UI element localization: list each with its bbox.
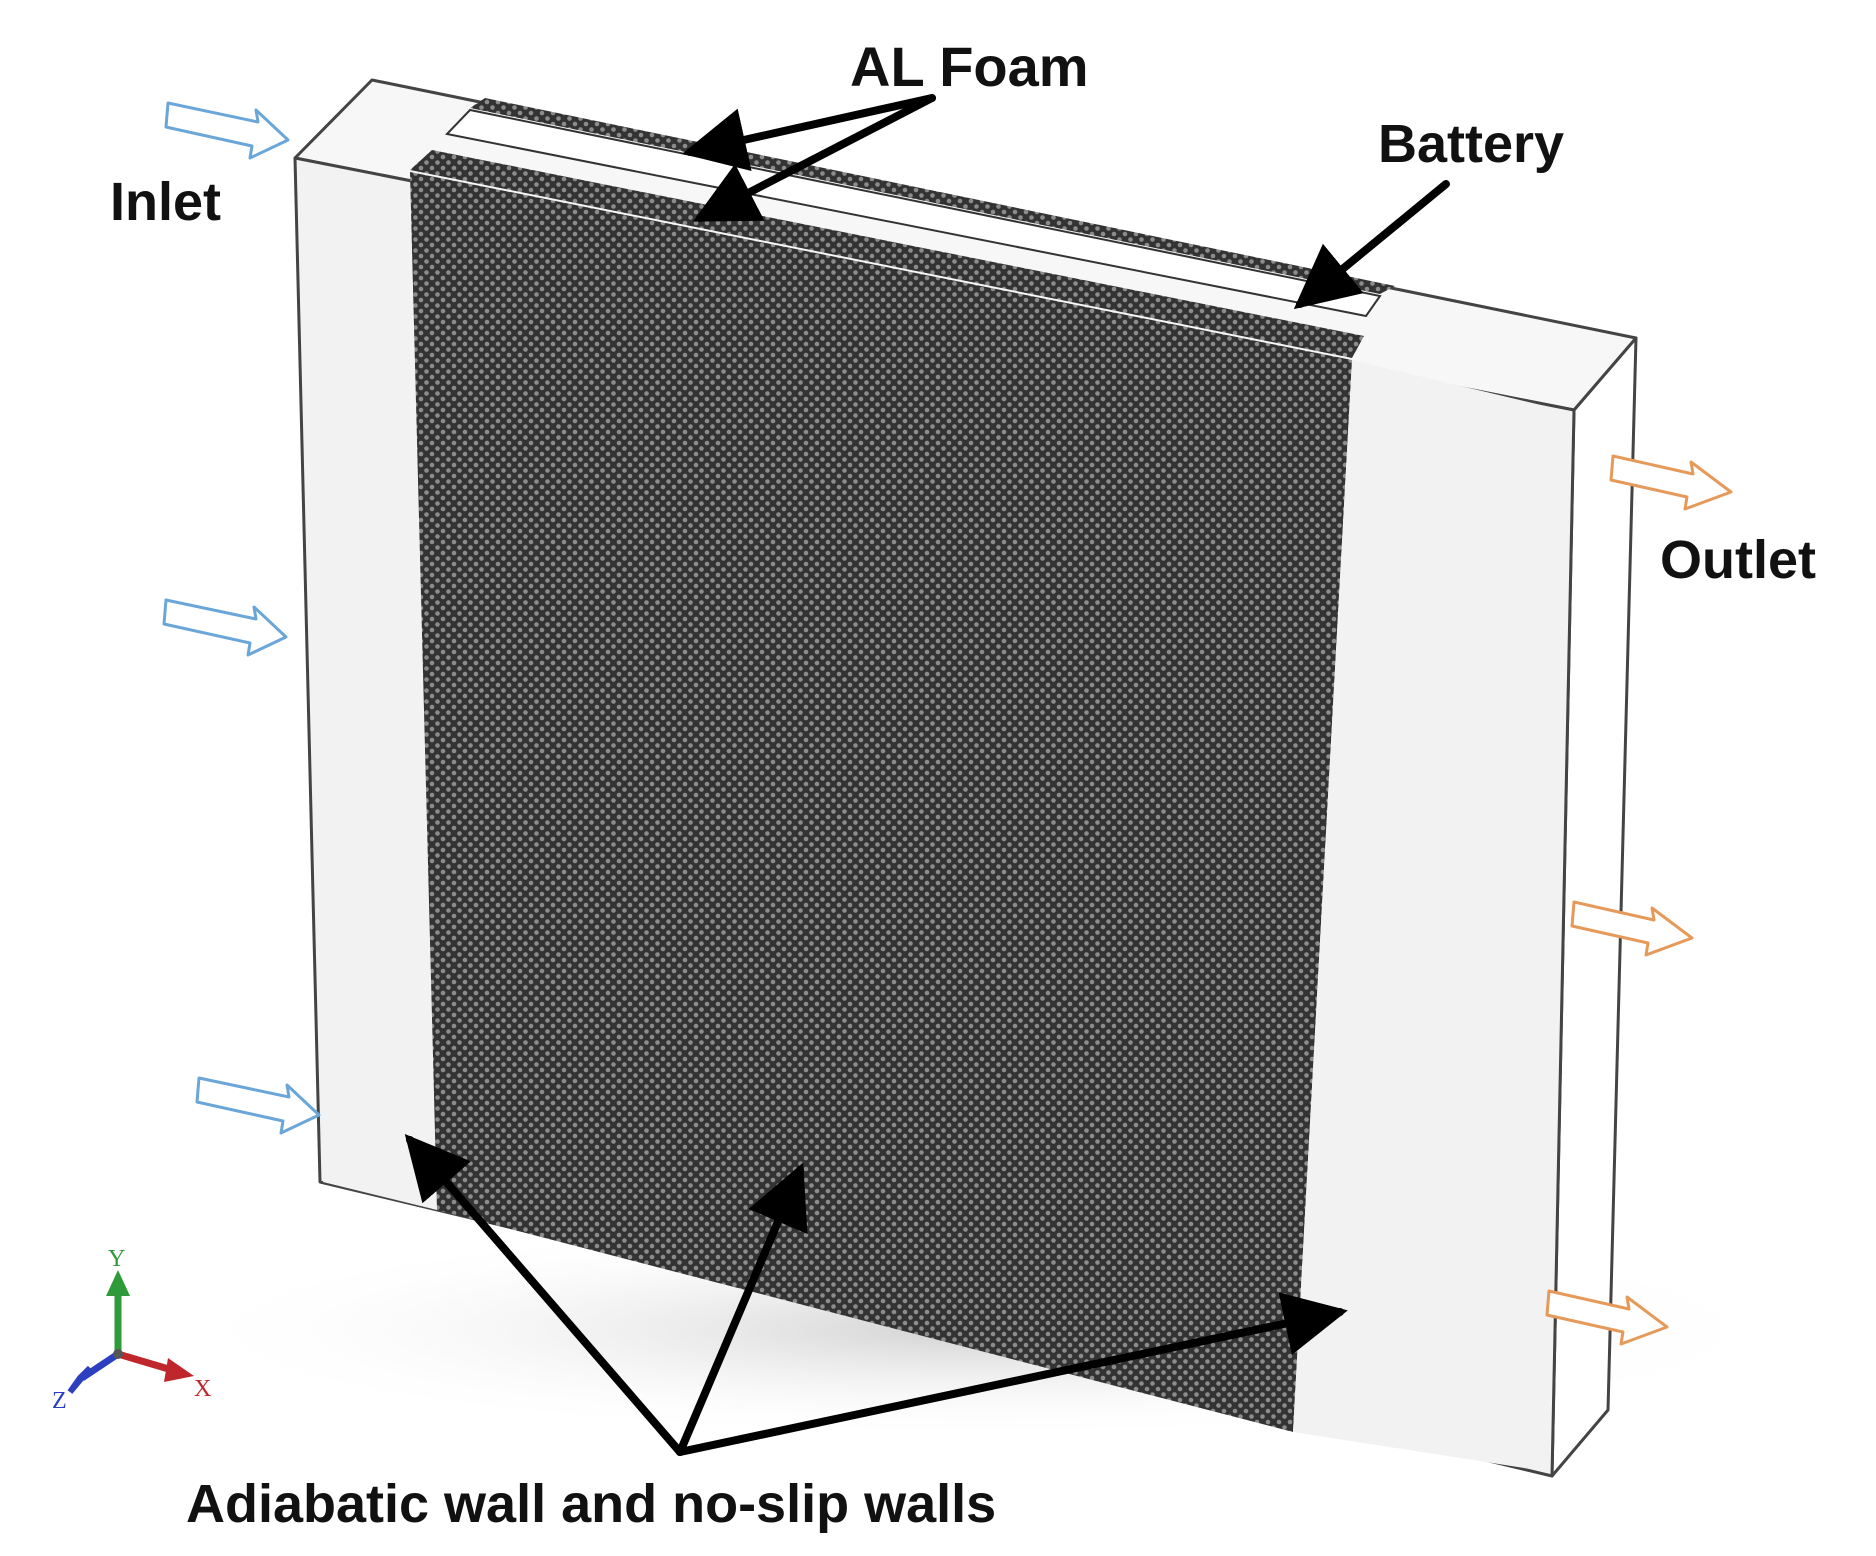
outlet-arrows — [1545, 454, 1733, 1346]
al-foam-pointer-2 — [692, 94, 936, 222]
walls-label: Adiabatic wall and no-slip walls — [186, 1474, 996, 1534]
al-foam-label: AL Foam — [850, 35, 1089, 98]
annotation-arrows — [404, 94, 1450, 1456]
inlet-label: Inlet — [110, 172, 221, 232]
outlet-arrow-icon — [1570, 900, 1694, 957]
right-wall-panel — [1293, 360, 1570, 1472]
axis-z-label: Z — [52, 1388, 67, 1414]
top-foam-strip-front — [410, 150, 1364, 358]
axis-triad-icon: Y X Z — [52, 1246, 211, 1414]
battery-slot — [445, 108, 1382, 318]
wall-pointer-center — [676, 1162, 808, 1456]
outlet-arrow-icon — [1609, 454, 1733, 511]
outlet-arrow-icon — [1545, 1289, 1669, 1346]
inlet-arrow-icon — [162, 598, 288, 657]
inlet-arrow-icon — [164, 101, 290, 160]
inlet-arrow-icon — [195, 1076, 321, 1135]
inlet-arrows — [162, 101, 321, 1135]
al-foam-pointer-1 — [682, 94, 936, 172]
foam-panel — [410, 172, 1352, 1432]
wall-pointer-right — [676, 1292, 1348, 1456]
outlet-label: Outlet — [1660, 530, 1816, 590]
axis-y-label: Y — [108, 1246, 125, 1272]
wall-pointer-left — [404, 1133, 684, 1456]
battery-pointer — [1293, 180, 1450, 310]
battery-label: Battery — [1378, 114, 1564, 174]
left-wall-panel — [300, 162, 437, 1210]
axis-x-label: X — [194, 1376, 211, 1402]
